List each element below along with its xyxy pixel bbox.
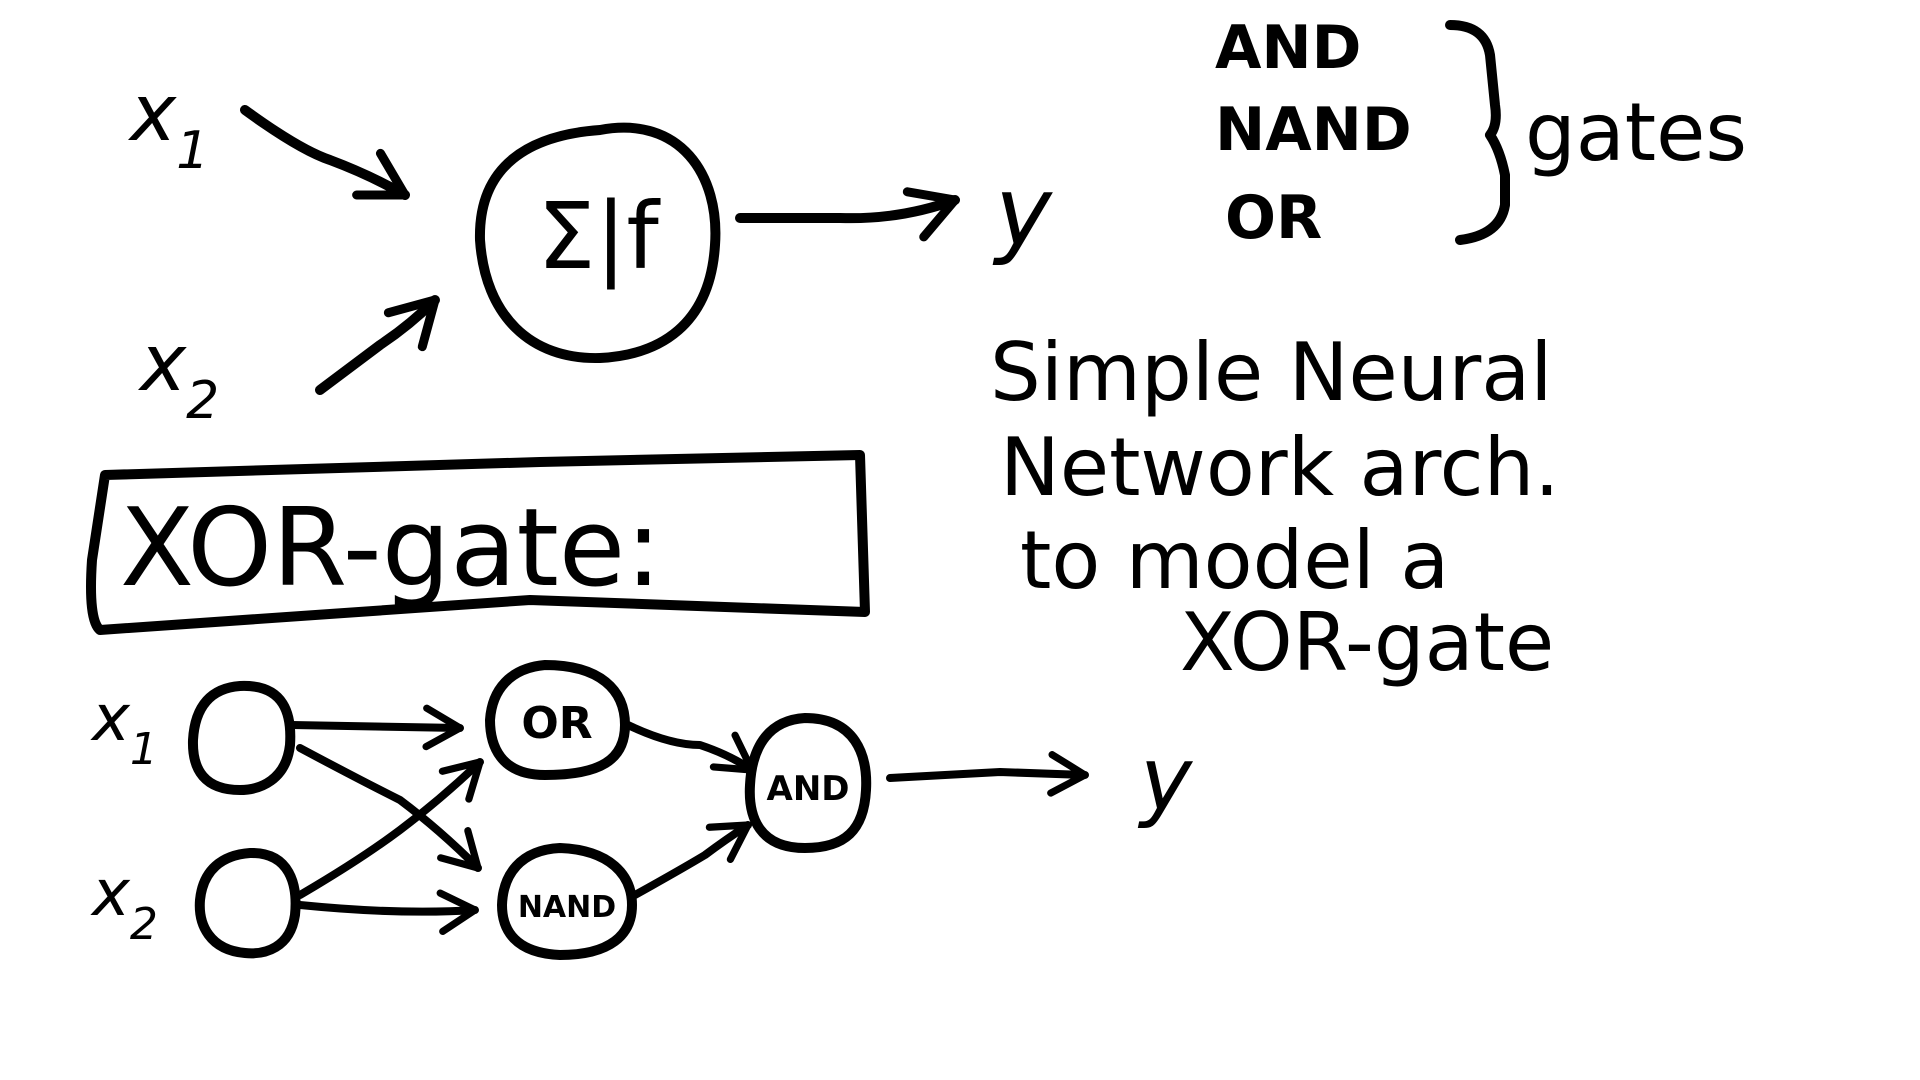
perceptron-input-x1: x1	[127, 69, 209, 181]
perceptron-output-y: y	[992, 156, 1053, 268]
description-line-3: to model a	[1020, 514, 1449, 607]
edge-or-to-and	[624, 721, 756, 774]
arrow-x2-to-neuron	[315, 295, 440, 395]
edge-x2-to-or	[296, 758, 484, 899]
gates-label: gates	[1525, 86, 1747, 179]
gate-name-and: AND	[1215, 13, 1361, 83]
description-line-1: Simple Neural	[990, 326, 1553, 419]
xor-input-x2-node	[194, 847, 301, 959]
xor-input-x1-label: x1	[90, 682, 158, 775]
xor-or-node	[485, 660, 630, 780]
perceptron-input-x2: x2	[137, 319, 219, 431]
arrow-x1-to-neuron	[240, 105, 410, 200]
description-line-4: XOR-gate	[1180, 596, 1554, 689]
xor-and-node-label: AND	[767, 769, 850, 809]
neuron-circle	[474, 122, 721, 364]
edge-x1-to-or	[288, 704, 464, 751]
xor-input-x1-node	[187, 680, 296, 795]
xor-title-frame	[86, 450, 870, 635]
xor-or-node-label: OR	[521, 698, 592, 749]
xor-network: x1 x2 OR NAND AND y	[90, 660, 1194, 960]
gate-name-or: OR	[1225, 183, 1322, 253]
description-line-2: Network arch.	[1000, 421, 1560, 514]
neuron-sum-activation-label: Σ|f	[537, 183, 661, 290]
xor-nand-node-label: NAND	[518, 890, 616, 925]
edge-x1-to-nand	[296, 744, 482, 872]
gates-brace	[1445, 20, 1510, 245]
description-note: Simple Neural Network arch. to model a X…	[990, 326, 1560, 689]
xor-input-x2-label: x2	[90, 857, 158, 950]
perceptron-diagram: x1 x2 Σ|f y	[127, 69, 1053, 431]
xor-title: XOR-gate:	[120, 486, 662, 611]
arrow-neuron-to-output	[735, 187, 960, 242]
edge-x2-to-nand	[296, 889, 479, 935]
xor-nand-node	[497, 843, 637, 960]
edge-and-to-output	[886, 751, 1089, 797]
gate-name-nand: NAND	[1215, 95, 1412, 165]
xor-output-y: y	[1137, 728, 1194, 831]
gates-note: AND NAND OR gates	[1215, 13, 1747, 253]
xor-and-node	[744, 713, 872, 853]
xor-title-box: XOR-gate:	[86, 450, 870, 635]
edge-nand-to-and	[631, 821, 752, 899]
